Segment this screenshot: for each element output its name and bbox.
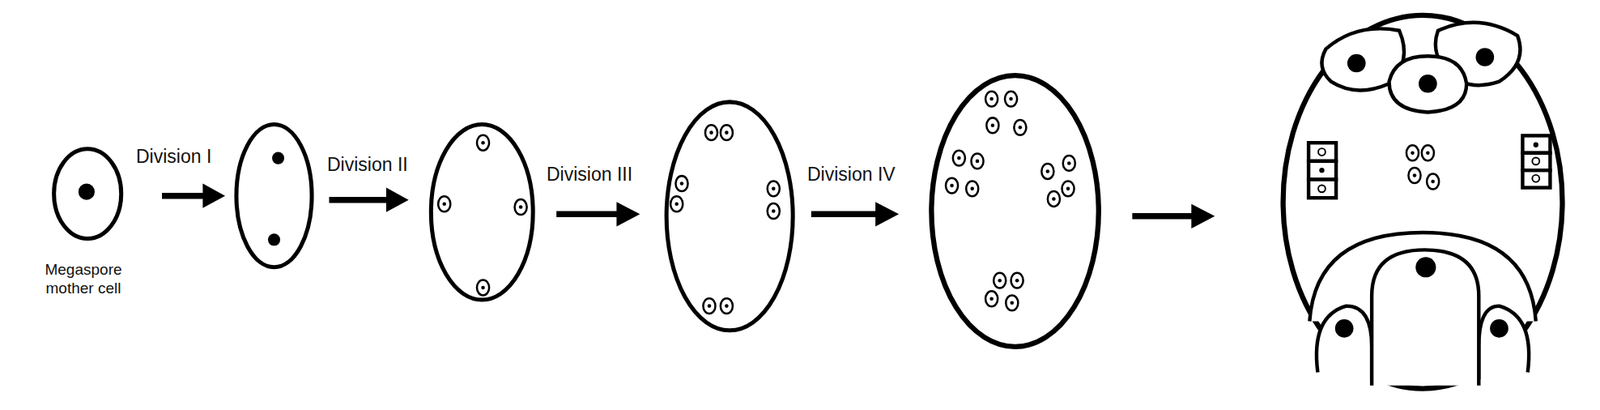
nucleus [705, 124, 718, 141]
nucleolus [1010, 301, 1015, 306]
division-label: Division II [327, 153, 409, 177]
nucleus [970, 153, 983, 169]
nucleolus [1066, 187, 1071, 192]
nucleolus [1008, 97, 1013, 102]
nucleus [945, 178, 958, 194]
nucleus [1005, 294, 1018, 311]
division-label: Division IV [807, 163, 896, 187]
nucleus [1047, 191, 1060, 207]
nucleolus [724, 130, 729, 135]
nucleolus [1410, 151, 1415, 156]
nucleus [767, 180, 780, 196]
nucleus [985, 91, 998, 107]
mature-embryo-sac [1283, 15, 1563, 389]
eight-nucleate-sac [931, 75, 1098, 347]
nucleolus [709, 130, 714, 135]
nucleus [675, 175, 688, 192]
nucleus [720, 297, 733, 314]
cell-label: Megaspore mother cell [30, 260, 137, 298]
nucleolus [680, 181, 685, 186]
nucleolus [771, 187, 776, 192]
nucleus [767, 203, 780, 219]
nucleolus [674, 201, 679, 206]
nucleolus [989, 297, 994, 302]
nucleus [1421, 144, 1435, 161]
nucleus [1013, 119, 1026, 136]
megaspore-mother-cell [54, 148, 122, 239]
nucleus [965, 180, 979, 196]
nucleolus [1067, 161, 1072, 166]
nucleus [670, 195, 683, 212]
nucleolus [1046, 169, 1051, 174]
dyad-cell [236, 124, 312, 268]
nucleolus [724, 303, 729, 308]
nucleus [1011, 272, 1024, 289]
nucleus [953, 150, 966, 166]
nucleolus [989, 97, 994, 102]
nucleolus [975, 159, 980, 164]
nucleus [985, 290, 998, 307]
division-label: Division III [546, 163, 633, 187]
nucleus [1041, 163, 1054, 179]
nucleolus [771, 208, 776, 213]
nucleolus [519, 204, 524, 209]
nucleus [1061, 180, 1074, 196]
nucleolus [957, 156, 962, 161]
nucleolus [1412, 173, 1418, 178]
nucleolus [1430, 179, 1435, 184]
free-nuclei [438, 91, 1439, 314]
nucleus [1426, 174, 1439, 190]
nucleolus [1425, 151, 1430, 156]
two-nucleate-sac [430, 124, 533, 300]
nucleolus [480, 140, 486, 145]
nucleolus [1015, 278, 1020, 283]
nucleus [1063, 155, 1076, 171]
nucleolus [442, 201, 447, 206]
nucleus [1004, 91, 1018, 107]
nucleus [1406, 144, 1419, 161]
nucleolus [1018, 125, 1023, 130]
nucleus [514, 199, 528, 215]
nucleolus [1051, 196, 1056, 201]
nucleolus [480, 285, 486, 290]
four-nucleate-sac [666, 102, 793, 331]
nucleolus [949, 183, 954, 188]
nucleolus [997, 278, 1002, 283]
nucleus [702, 297, 715, 314]
nucleus [986, 117, 999, 133]
nucleus [476, 280, 490, 296]
nucleus [993, 272, 1006, 289]
embryo-sac-cells [1308, 22, 1550, 386]
nucleolus [707, 303, 712, 308]
arrows [161, 183, 1215, 229]
nucleus [1408, 167, 1421, 183]
nucleus [720, 124, 733, 141]
division-label: Division I [136, 145, 212, 169]
nucleolus [970, 187, 975, 192]
nucleus [438, 195, 451, 212]
nucleus [476, 135, 490, 151]
nucleolus [991, 123, 996, 128]
